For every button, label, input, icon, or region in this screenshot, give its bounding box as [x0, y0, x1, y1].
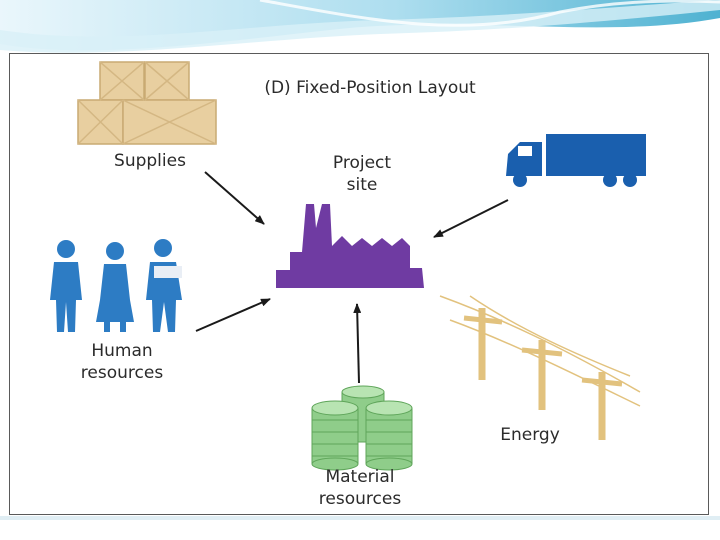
- label-supplies: Supplies: [114, 151, 186, 171]
- label-human-resources-line-2: resources: [80, 363, 164, 383]
- label-human-resources: Human resources: [62, 340, 182, 384]
- people-icon: [50, 239, 182, 332]
- truck-icon: [506, 134, 646, 187]
- arrow-material-to-site: [353, 303, 362, 384]
- label-material-resources-line-2: resources: [318, 489, 402, 509]
- arrow-truck-to-site: [433, 199, 509, 238]
- label-material-resources: Material resources: [300, 466, 420, 510]
- label-human-resources-line-1: Human: [91, 341, 153, 361]
- label-project-site: Project site: [320, 152, 404, 196]
- label-energy: Energy: [500, 425, 560, 445]
- boxes-icon: [77, 61, 217, 145]
- arrow-human-to-site: [195, 298, 271, 332]
- label-material-resources-line-1: Material: [325, 467, 395, 487]
- label-project-site-line-2: site: [346, 175, 378, 195]
- diagram-title: (D) Fixed-Position Layout: [264, 78, 476, 98]
- factory-icon: [276, 204, 424, 288]
- power-poles-icon: [439, 295, 641, 440]
- slide-banner-wave: [0, 0, 720, 53]
- arrow-supplies-to-site: [204, 171, 265, 225]
- label-project-site-line-1: Project: [332, 153, 392, 173]
- drums-icon: [311, 385, 413, 471]
- slide-banner-streak: [259, 0, 720, 27]
